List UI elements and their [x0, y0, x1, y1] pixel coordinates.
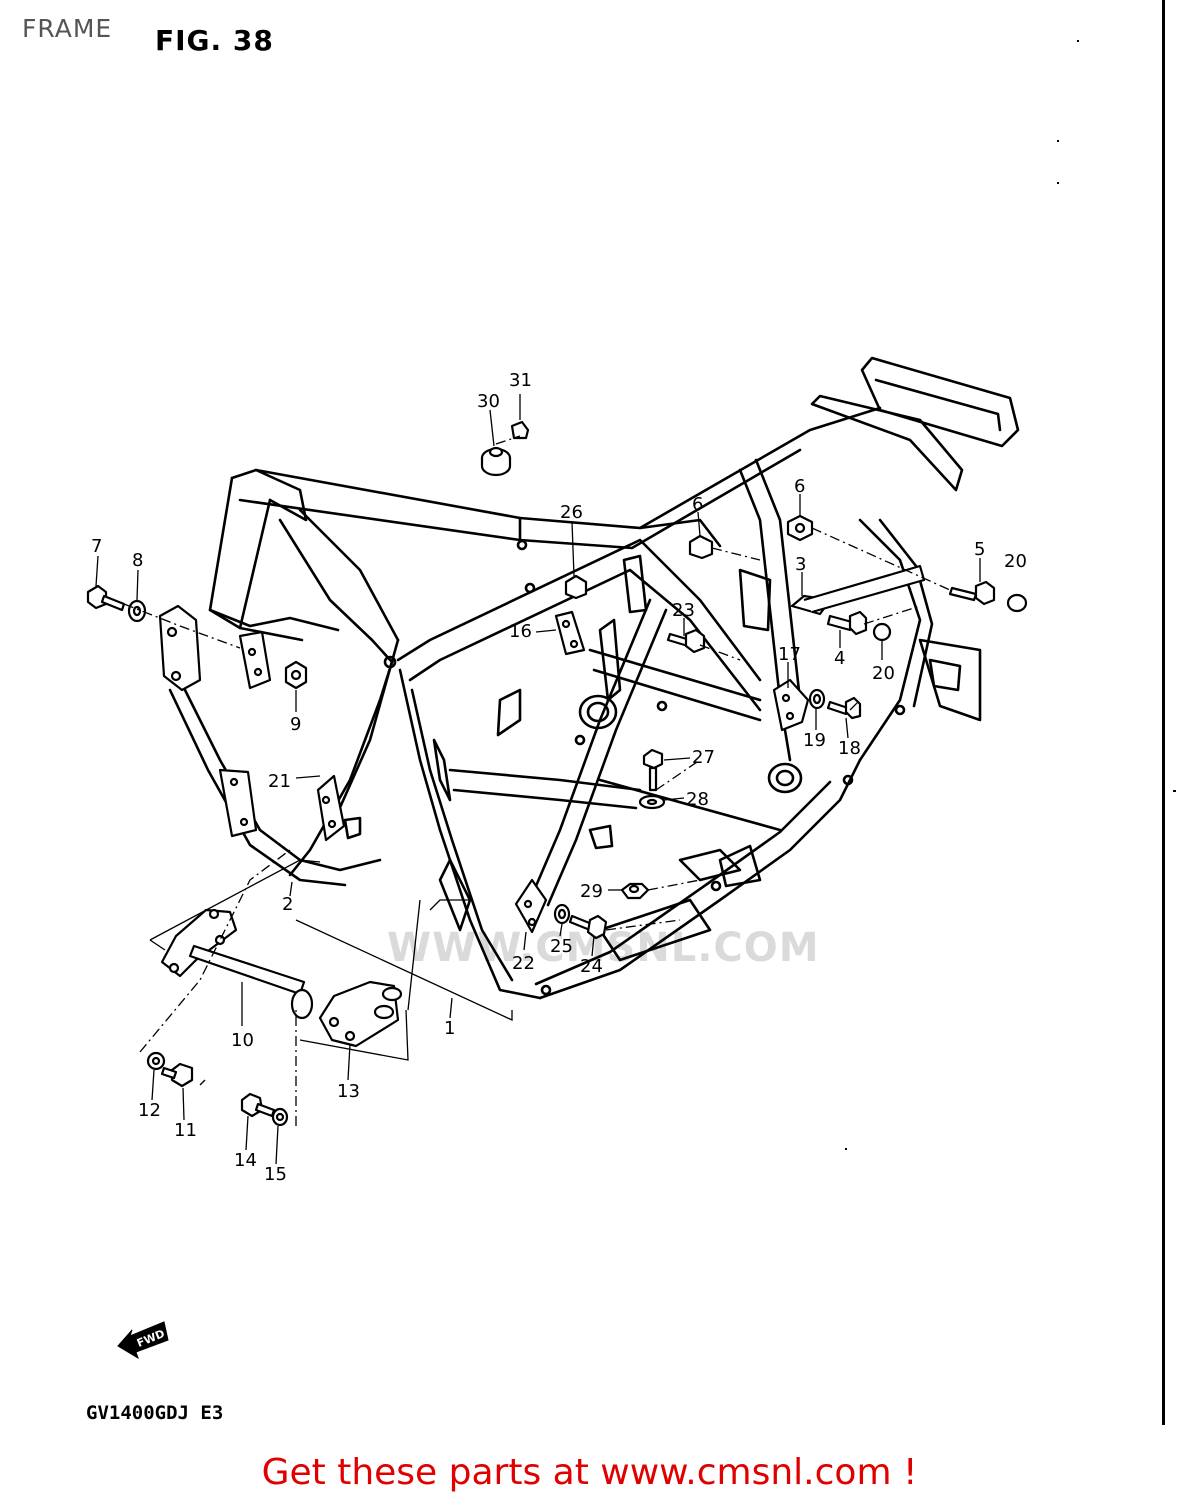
scan-specks: [845, 40, 1176, 1150]
nut-29: [620, 882, 650, 900]
bracket-17: [772, 678, 810, 732]
callout-19: 19: [803, 730, 826, 751]
nut-9: [284, 660, 308, 690]
cap-20-upper: [1006, 593, 1028, 613]
callout-16: 16: [509, 621, 532, 642]
callout-29: 29: [580, 881, 603, 902]
engine-mount-plate-rear: [238, 630, 272, 690]
callout-5: 5: [974, 539, 985, 560]
callout-9: 9: [290, 714, 301, 735]
callout-25: 25: [550, 936, 573, 957]
callout-31: 31: [509, 370, 532, 391]
forward-direction-arrow-icon: FWD: [117, 1321, 169, 1360]
bracket-16: [554, 610, 586, 656]
washer-25: [553, 903, 571, 925]
washer-28: [638, 794, 666, 810]
callout-21: 21: [268, 771, 291, 792]
assembly-guide-lines: [123, 435, 951, 1126]
bracket-21: [316, 774, 346, 842]
cap-20-lower: [872, 622, 892, 642]
cap-31: [510, 420, 530, 440]
front-engine-mount-plate: [160, 908, 238, 978]
callout-24: 24: [580, 956, 603, 977]
bolt-23: [666, 628, 706, 654]
callout-11: 11: [174, 1120, 197, 1141]
bolt-27: [642, 748, 664, 792]
bolt-18: [826, 696, 862, 720]
callout-28: 28: [686, 789, 709, 810]
part-callouts: 1 2 3 4 5 6 6 7 8 9 10 11 12 13 14 15 16…: [91, 370, 1027, 1185]
group-outline-1: [149, 859, 513, 1061]
bolt-5: [948, 580, 996, 606]
callout-22: 22: [512, 953, 535, 974]
washer-12: [146, 1051, 166, 1071]
callout-26: 26: [560, 502, 583, 523]
mount-plate-13: [318, 980, 403, 1048]
nut-6-left: [688, 534, 714, 560]
callout-10: 10: [231, 1030, 254, 1051]
callout-6-left: 6: [692, 494, 703, 515]
mount-shaft-10: [188, 944, 314, 1020]
leader-lines: [95, 394, 981, 1165]
nut-26: [564, 574, 588, 600]
engine-mount-plate-left: [158, 604, 202, 692]
callout-18: 18: [838, 738, 861, 759]
bolt-7: [86, 584, 126, 612]
callout-13: 13: [337, 1081, 360, 1102]
callout-4: 4: [834, 648, 845, 669]
callout-2: 2: [282, 894, 293, 915]
mount-plate-lower-left: [218, 768, 258, 838]
motorcycle-frame-drawing: [168, 356, 1020, 1000]
callout-17: 17: [778, 644, 801, 665]
callout-23: 23: [672, 600, 695, 621]
buy-parts-link[interactable]: Get these parts at www.cmsnl.com !: [261, 1452, 918, 1493]
callout-20-lower: 20: [872, 663, 895, 684]
bolt-11: [160, 1062, 194, 1088]
page-title: FRAME: [22, 14, 113, 43]
bolt-14: [240, 1092, 276, 1118]
callout-6-right: 6: [794, 476, 805, 497]
callout-30: 30: [477, 391, 500, 412]
callout-27: 27: [692, 747, 715, 768]
callout-7: 7: [91, 536, 102, 557]
page-border-rule: [1162, 0, 1165, 1425]
model-code: GV1400GDJ E3: [86, 1402, 224, 1424]
callout-12: 12: [138, 1100, 161, 1121]
bracket-22: [514, 878, 548, 934]
washer-8: [127, 599, 147, 623]
callout-15: 15: [264, 1164, 287, 1185]
nut-6-right: [786, 514, 814, 542]
washer-15: [271, 1107, 289, 1127]
cap-30: [480, 446, 512, 477]
bolt-4: [826, 610, 868, 636]
callout-14: 14: [234, 1150, 257, 1171]
callout-8: 8: [132, 550, 143, 571]
callout-20-upper: 20: [1004, 551, 1027, 572]
bolt-24: [568, 914, 608, 940]
callout-3: 3: [795, 554, 806, 575]
plate-bracket-3: [790, 564, 926, 616]
callout-1: 1: [444, 1018, 455, 1039]
washer-19: [808, 688, 826, 710]
figure-label: FIG. 38: [155, 24, 274, 57]
